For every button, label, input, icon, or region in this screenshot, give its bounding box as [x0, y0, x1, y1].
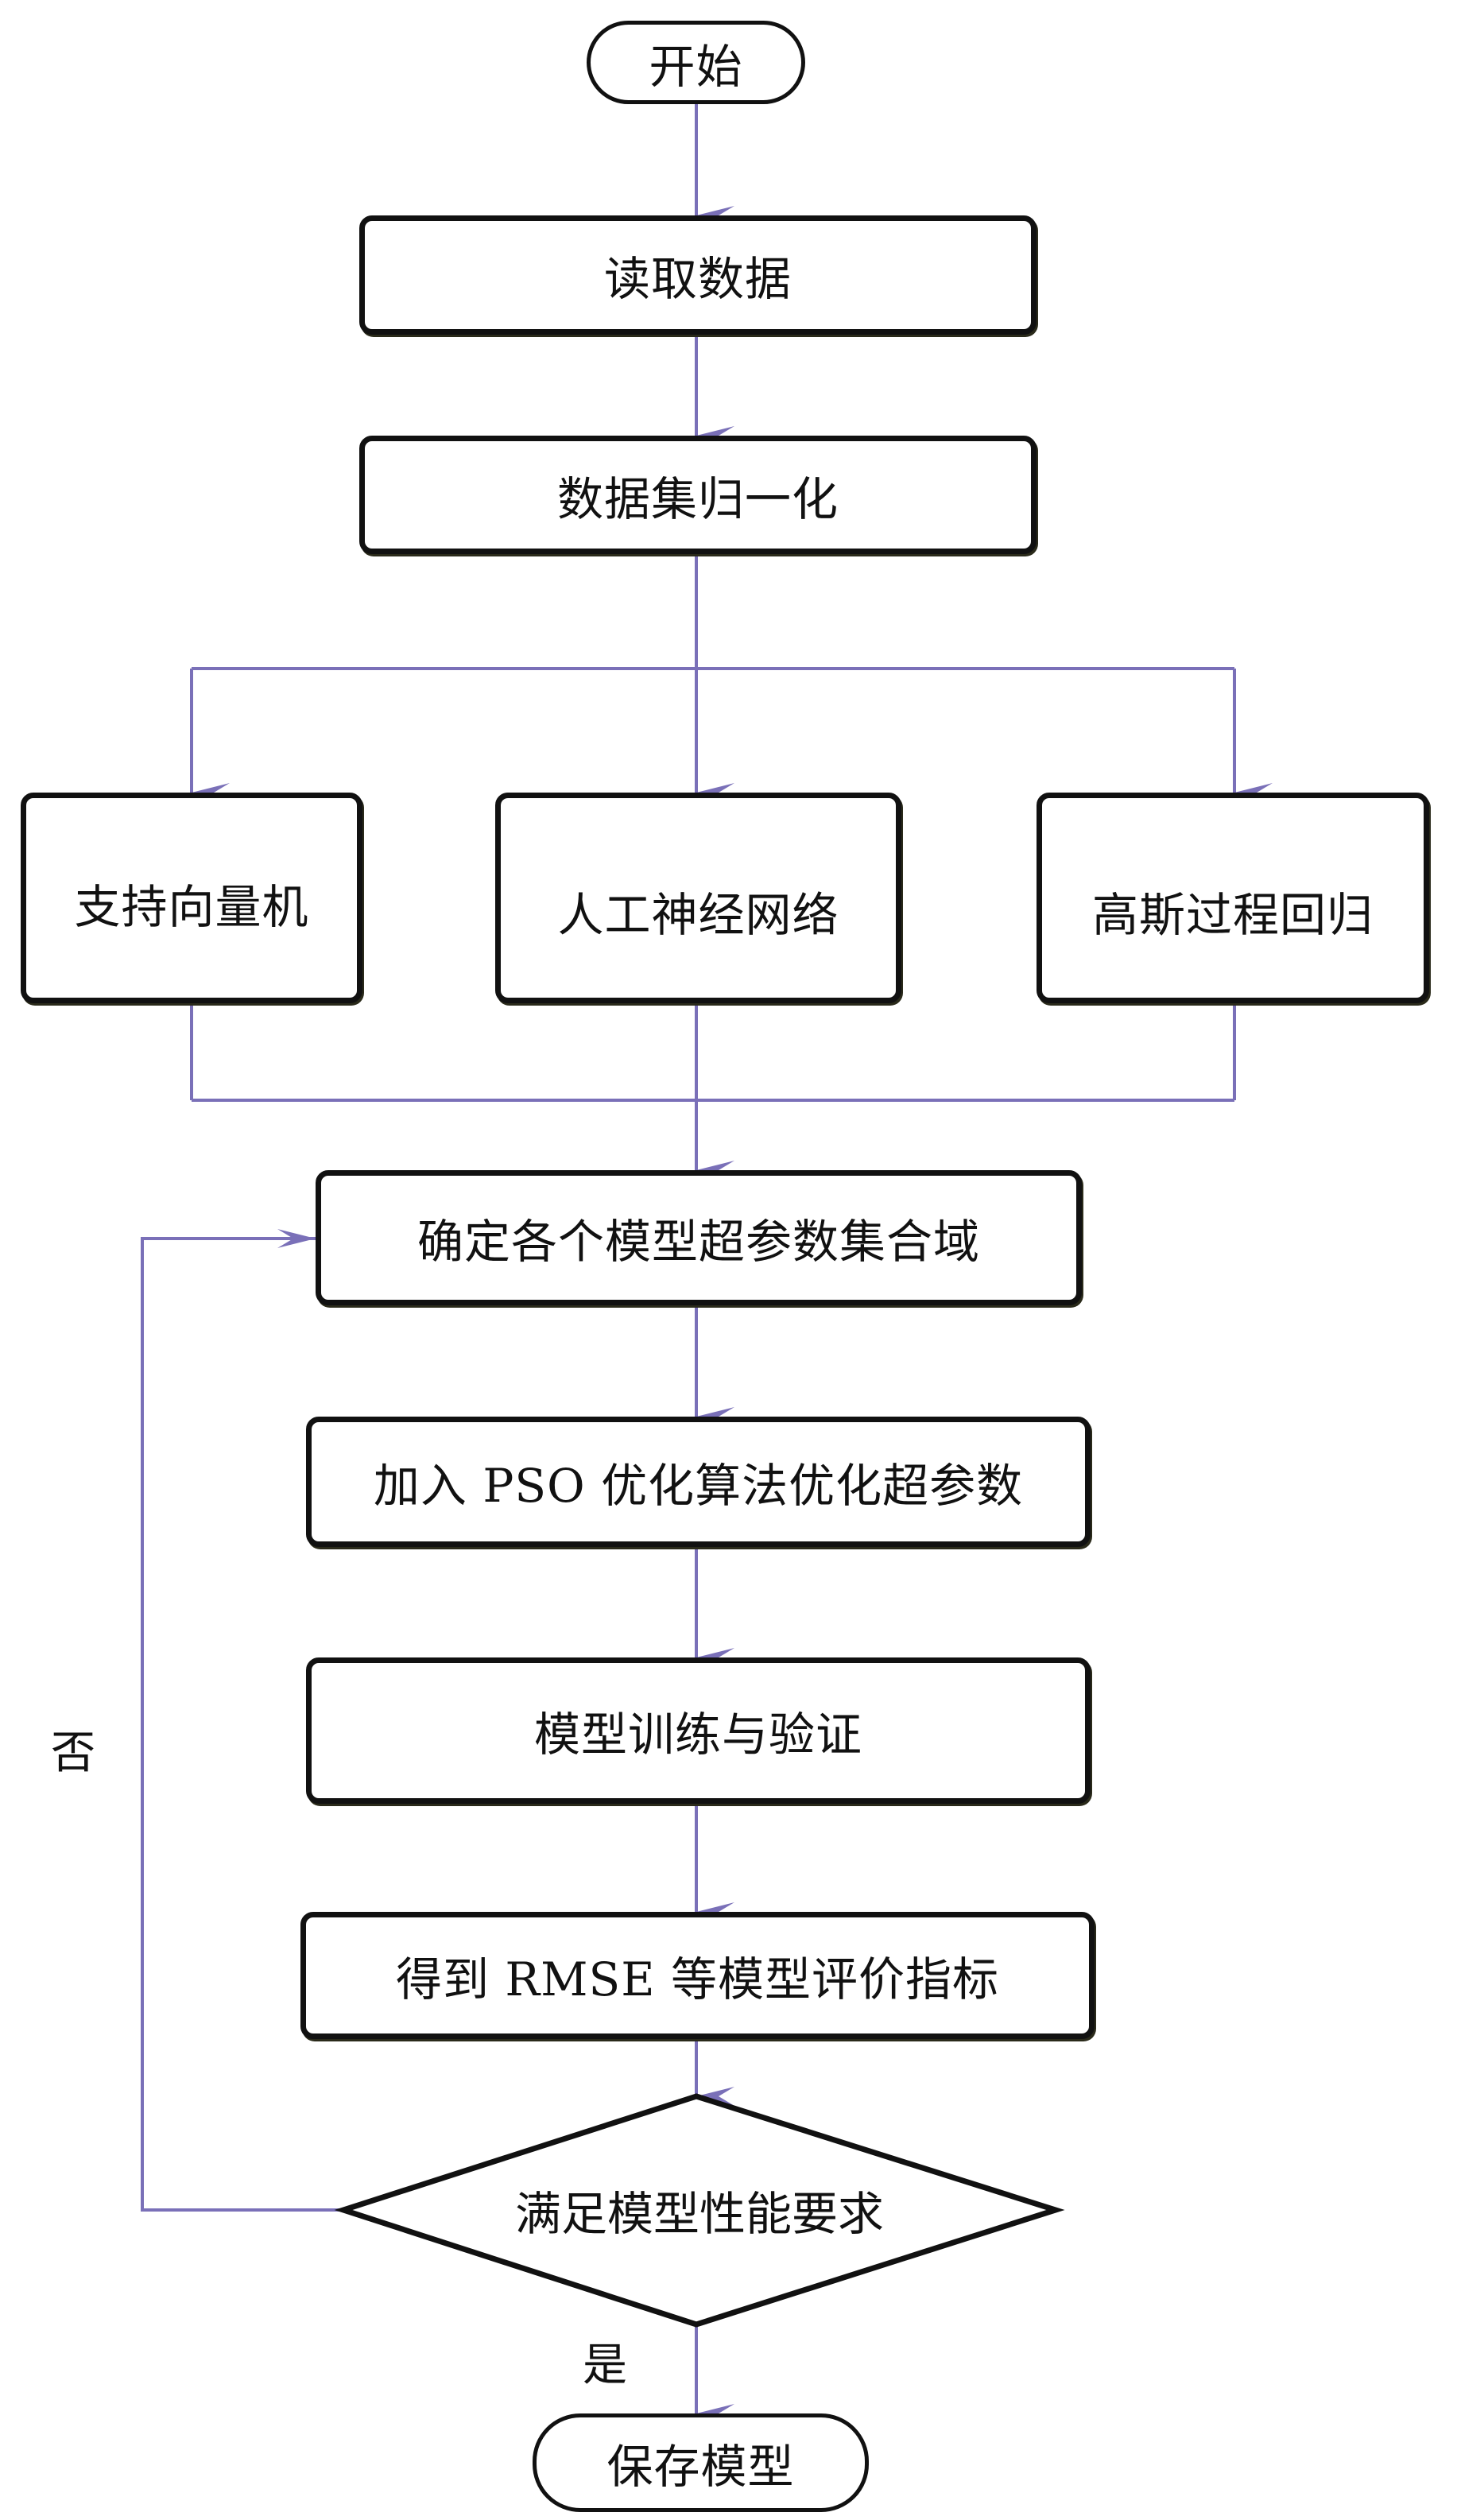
normalize-box: 数据集归一化 — [359, 436, 1037, 554]
pso-box: 加入 PSO 优化算法优化超参数 — [306, 1417, 1091, 1547]
svm-label: 支持向量机 — [74, 880, 309, 934]
metrics-label: 得到 RMSE 等模型评价指标 — [395, 1952, 999, 2006]
hyperparam-domain-label: 确定各个模型超参数集合域 — [417, 1215, 980, 1269]
gpr-box: 高斯过程回归 — [1037, 793, 1429, 1003]
decision-label-wrap: 满足模型性能要求 — [343, 2176, 1056, 2244]
decision-label: 满足模型性能要求 — [514, 2187, 884, 2241]
save-label: 保存模型 — [606, 2440, 795, 2494]
edge-label-no: 否 — [51, 1727, 95, 1779]
svm-box: 支持向量机 — [21, 793, 362, 1003]
start-label: 开始 — [649, 39, 743, 94]
start-terminal: 开始 — [587, 21, 805, 104]
ann-box: 人工神经网络 — [495, 793, 901, 1003]
pso-label: 加入 PSO 优化算法优化超参数 — [373, 1459, 1024, 1513]
save-terminal: 保存模型 — [533, 2413, 869, 2512]
normalize-label: 数据集归一化 — [556, 471, 839, 526]
ann-label: 人工神经网络 — [557, 888, 839, 942]
read-data-box: 读取数据 — [359, 215, 1037, 335]
decision-diamond — [334, 2093, 1065, 2328]
hyperparam-domain-box: 确定各个模型超参数集合域 — [316, 1170, 1082, 1305]
metrics-box: 得到 RMSE 等模型评价指标 — [300, 1912, 1095, 2039]
gpr-label: 高斯过程回归 — [1091, 888, 1374, 942]
train-validate-label: 模型训练与验证 — [533, 1708, 862, 1762]
train-validate-box: 模型训练与验证 — [306, 1657, 1091, 1804]
edge-feedback-no — [141, 1229, 343, 2212]
read-data-label: 读取数据 — [603, 252, 792, 306]
edge-label-yes: 是 — [583, 2340, 627, 2391]
